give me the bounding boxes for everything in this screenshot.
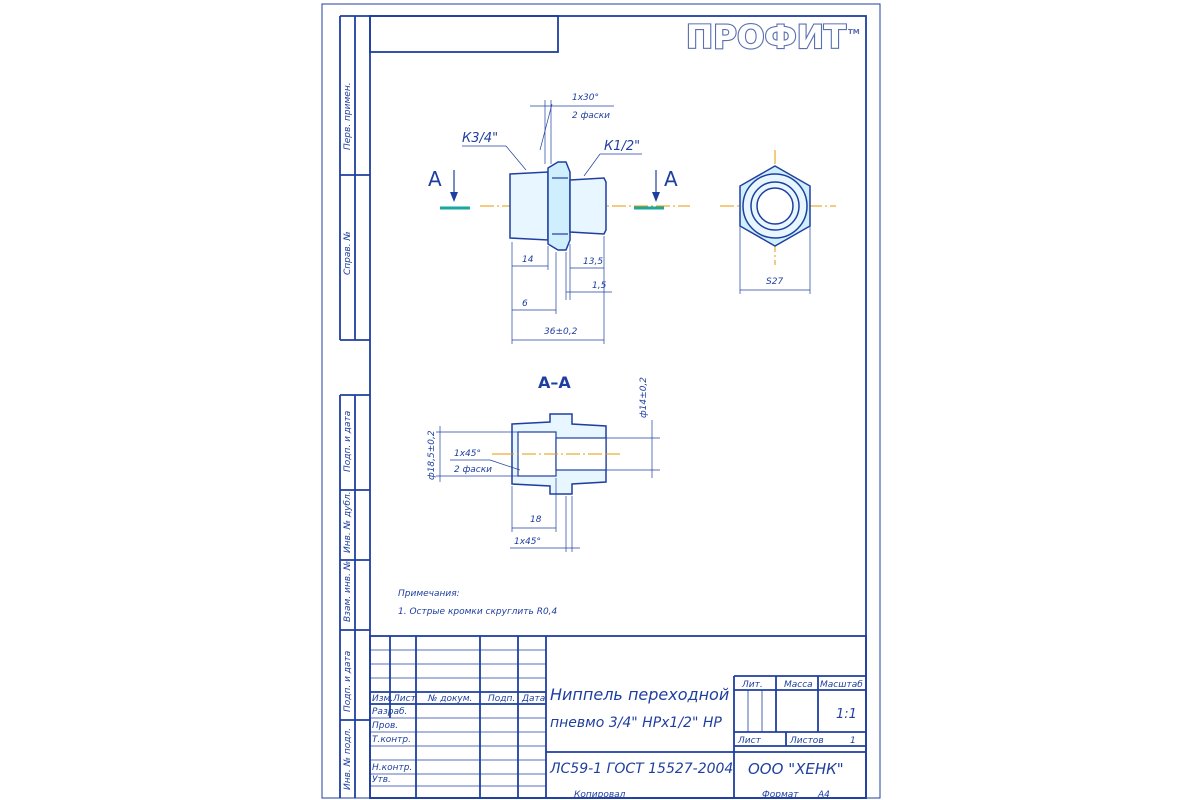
hex-view: S27	[720, 150, 836, 294]
tb-header-podp: Подп.	[488, 694, 515, 704]
brand-logo: ПРОФИТ TM	[685, 17, 860, 57]
tb-sheets-value: 1	[850, 736, 856, 746]
tb-company: ООО "ХЕНК"	[748, 760, 844, 778]
svg-text:ПРОФИТ: ПРОФИТ	[686, 18, 846, 56]
dim-13-5: 13,5	[583, 257, 603, 267]
side-label: Перв. примен.	[343, 82, 353, 150]
dim-dia-18-5: ф18,5±0,2	[427, 430, 437, 480]
tb-header-data: Дата	[521, 694, 545, 704]
chamfer-top-label: 1х30°	[572, 93, 599, 103]
side-label: Справ. №	[343, 231, 353, 275]
tb-row-label: Н.контр.	[372, 763, 412, 773]
tb-name-line2: пневмо 3/4" НРх1/2" НР	[550, 715, 722, 731]
tb-masshtab-label: Масштаб	[820, 680, 863, 690]
side-label: Инв. № подл.	[343, 728, 353, 790]
notes-title: Примечания:	[398, 589, 460, 599]
dim-dia-14: ф14±0,2	[639, 377, 649, 418]
tb-row-label: Разраб.	[372, 707, 407, 717]
tb-format-label: Формат	[762, 790, 799, 800]
section-title: А–А	[538, 373, 571, 392]
dim-6: 6	[522, 299, 528, 309]
tb-sheet-label: Лист	[737, 736, 762, 746]
thread-label-left: К3/4"	[462, 131, 498, 146]
section-letter-left: А	[428, 167, 442, 191]
tb-header-list: Лист	[392, 694, 417, 704]
side-label: Инв. № дубл.	[343, 491, 353, 553]
tb-scale-value: 1:1	[836, 707, 857, 722]
tb-format-value: А4	[817, 790, 830, 800]
title-block: Изм. Лист № докум. Подп. Дата Разраб. Пр…	[369, 635, 867, 800]
dim-14: 14	[522, 255, 534, 265]
dim-36: 36±0,2	[544, 327, 578, 337]
dim-18: 18	[530, 515, 542, 525]
section-letter-right: А	[664, 167, 678, 191]
thread-label-right: К1/2"	[604, 139, 640, 154]
sheet-border	[321, 3, 881, 799]
tb-name-line1: Ниппель переходной	[550, 685, 729, 704]
front-view: А А К3/4" К1/2" 1х30° 2 фаски 14 13,5 1,…	[428, 93, 690, 344]
tb-header-doc: № докум.	[427, 694, 472, 704]
tb-massa-label: Масса	[784, 680, 813, 690]
notes: Примечания: 1. Острые кромки скруглить R…	[398, 589, 558, 617]
side-label: Взам. инв. №	[343, 561, 353, 622]
dim-1-5: 1,5	[592, 281, 607, 291]
notes-item: 1. Острые кромки скруглить R0,4	[398, 607, 558, 617]
tb-row-label: Утв.	[372, 775, 391, 785]
chamfer-45-label: 1х45°	[454, 449, 481, 459]
trademark-mark: TM	[848, 28, 860, 36]
tb-lit-label: Лит.	[741, 680, 763, 690]
tb-material: ЛС59-1 ГОСТ 15527-2004	[549, 761, 733, 777]
top-left-box	[369, 15, 559, 53]
tb-row-label: Пров.	[372, 721, 398, 731]
section-view: А–А ф14±0,2 ф18,5±0,2 1х45° 2 фаски 18 1…	[427, 373, 660, 552]
tb-row-label: Т.контр.	[372, 735, 411, 745]
chamfer-top-note: 2 фаски	[572, 111, 610, 121]
chamfer-45-bottom: 1х45°	[514, 537, 541, 547]
tb-header-izm: Изм.	[372, 694, 393, 704]
tb-sheets-label: Листов	[789, 736, 824, 746]
side-strip: Перв. примен. Справ. № Подп. и дата Инв.…	[339, 15, 370, 798]
chamfer-45-note: 2 фаски	[454, 465, 492, 475]
side-label: Подп. и дата	[343, 651, 353, 712]
side-label: Подп. и дата	[343, 411, 353, 472]
hex-size-label: S27	[766, 277, 783, 287]
tb-copied: Копировал	[574, 790, 626, 800]
